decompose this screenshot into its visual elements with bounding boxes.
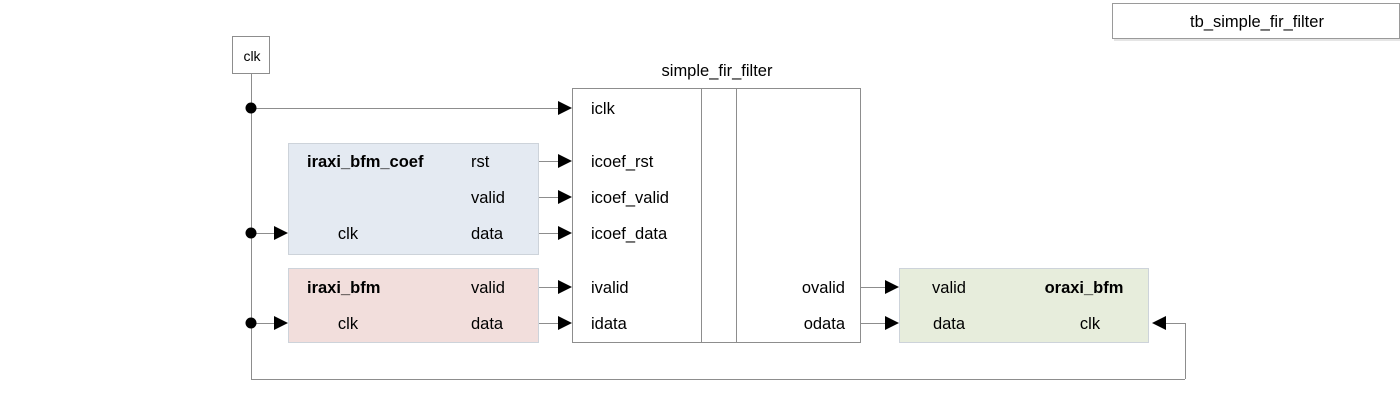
clock-junction-coef [245, 227, 257, 239]
testbench-title-box[interactable]: tb_simple_fir_filter [1112, 3, 1400, 39]
clock-branch-iclk-arrow [558, 101, 572, 115]
clock-branch-in-wire [251, 323, 276, 324]
clock-source-box[interactable]: clk [232, 36, 270, 74]
ovalid-wire [861, 287, 885, 288]
in-data-wire [539, 323, 558, 324]
oraxi-bfm-port-data: data [932, 314, 966, 333]
iraxi-bfm-coef-port-valid: valid [471, 188, 505, 207]
clock-spine-wire [251, 74, 252, 379]
testbench-title-label: tb_simple_fir_filter [1190, 12, 1324, 31]
odata-wire [861, 323, 885, 324]
clock-return-into-oraxi-wire [1166, 323, 1185, 324]
oraxi-bfm-title: oraxi_bfm [1044, 278, 1124, 297]
odata-arrow [885, 316, 899, 330]
iraxi-bfm-coef-port-data: data [471, 224, 504, 243]
iraxi-bfm-coef-port-rst: rst [471, 152, 490, 171]
coef-rst-wire [539, 161, 558, 162]
ovalid-arrow [885, 280, 899, 294]
iraxi-bfm-port-data: data [471, 314, 504, 333]
coef-rst-arrow [558, 154, 572, 168]
dut-port-idata: idata [591, 314, 627, 333]
coef-data-wire [539, 233, 558, 234]
iraxi-bfm-port-clk: clk [337, 314, 359, 333]
iraxi-bfm-coef-title: iraxi_bfm_coef [307, 152, 424, 171]
dut-port-icoef-valid: icoef_valid [591, 188, 669, 207]
dut-divider-left [701, 89, 702, 342]
clock-branch-iclk-wire [251, 108, 558, 109]
block-iraxi-bfm-coef[interactable]: iraxi_bfm_coef clk rst valid data [288, 143, 539, 255]
coef-valid-arrow [558, 190, 572, 204]
coef-data-arrow [558, 226, 572, 240]
in-valid-arrow [558, 280, 572, 294]
dut-divider-right [736, 89, 737, 342]
dut-port-icoef-data: icoef_data [591, 224, 668, 243]
block-oraxi-bfm[interactable]: valid data oraxi_bfm clk [899, 268, 1149, 343]
dut-port-odata: odata [803, 314, 845, 333]
clock-return-oraxi-arrow [1152, 316, 1166, 330]
dut-port-ovalid: ovalid [801, 278, 845, 297]
in-valid-wire [539, 287, 558, 288]
clock-source-label: clk [243, 48, 261, 64]
block-simple-fir-filter[interactable]: iclk icoef_rst icoef_valid icoef_data iv… [572, 88, 861, 343]
clock-return-riser-wire [1185, 323, 1186, 379]
clock-branch-coef-arrow [274, 226, 288, 240]
clock-branch-in-arrow [274, 316, 288, 330]
oraxi-bfm-port-clk: clk [1079, 314, 1101, 333]
dut-port-iclk: iclk [591, 99, 615, 118]
coef-valid-wire [539, 197, 558, 198]
clock-junction-in [245, 317, 257, 329]
in-data-arrow [558, 316, 572, 330]
block-iraxi-bfm[interactable]: iraxi_bfm clk valid data [288, 268, 539, 343]
dut-port-icoef-rst: icoef_rst [591, 152, 654, 171]
iraxi-bfm-title: iraxi_bfm [307, 278, 381, 297]
iraxi-bfm-port-valid: valid [471, 278, 505, 297]
dut-port-ivalid: ivalid [591, 278, 629, 297]
iraxi-bfm-coef-port-clk: clk [337, 224, 359, 243]
dut-title-label: simple_fir_filter [661, 61, 773, 80]
clock-junction-iclk [245, 102, 257, 114]
oraxi-bfm-port-valid: valid [932, 278, 966, 297]
clock-bottom-rail-wire [251, 379, 1185, 380]
clock-branch-coef-wire [251, 233, 276, 234]
